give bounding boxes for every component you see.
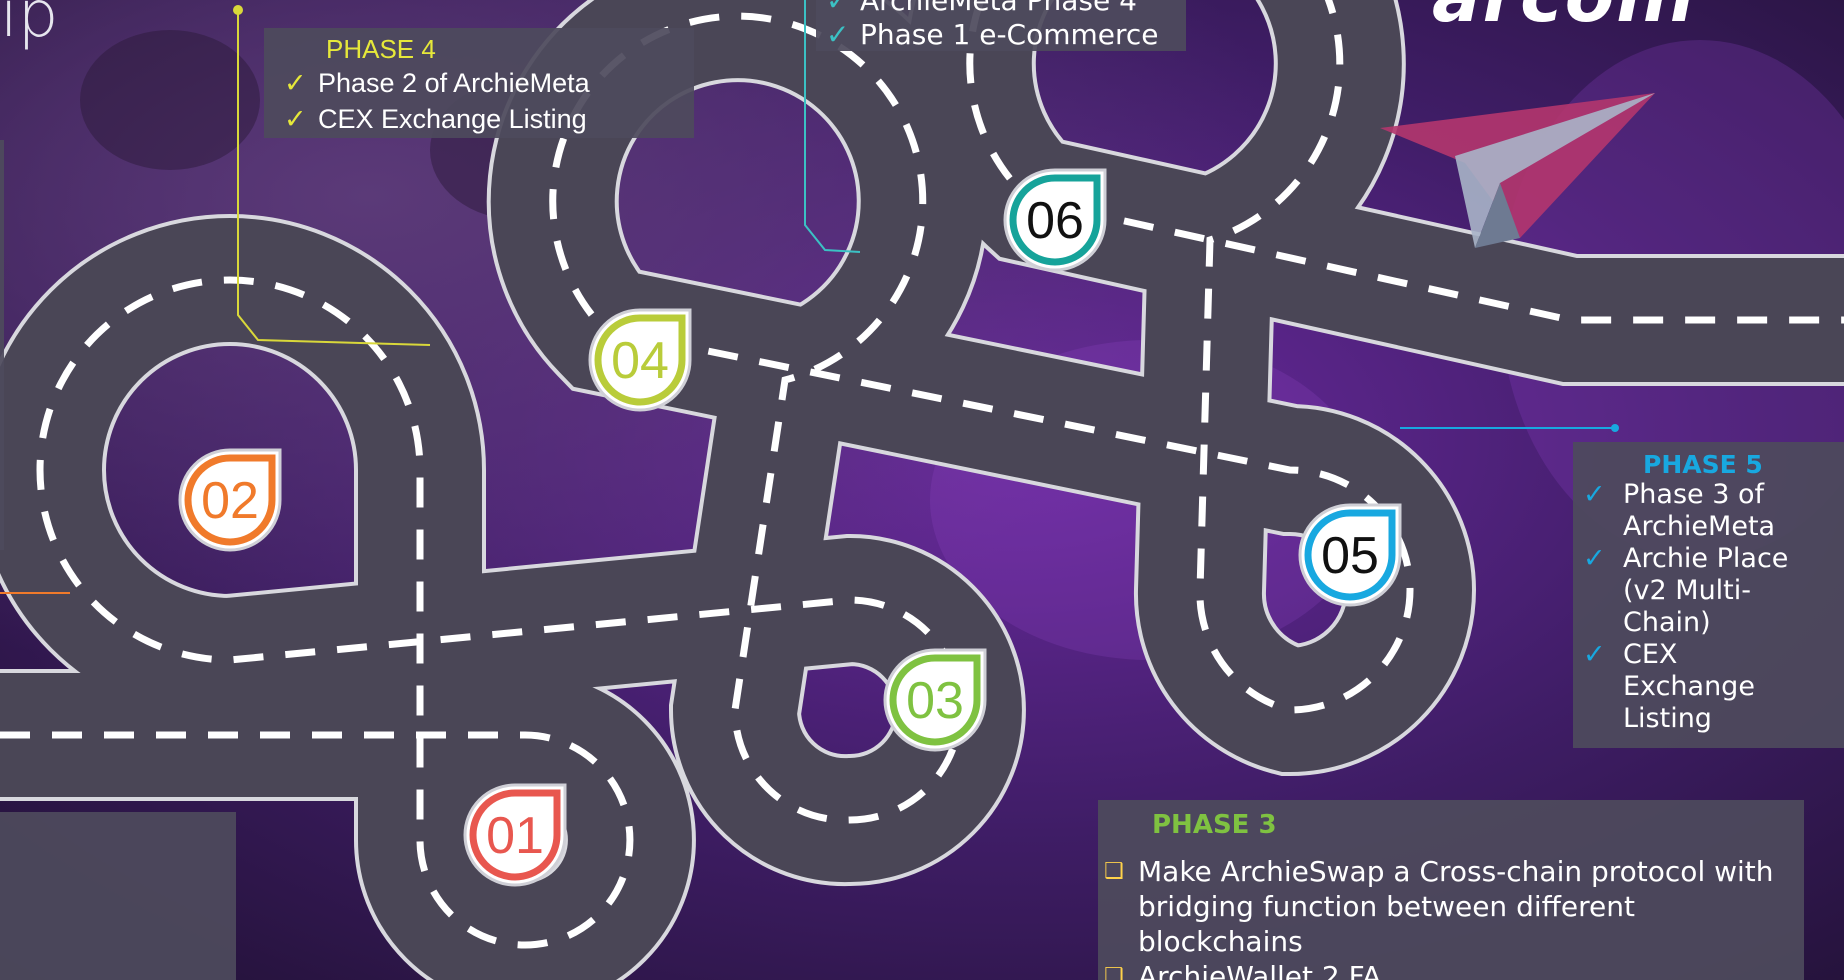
phase3-title: PHASE 3 <box>1152 810 1277 840</box>
phase6-panel: ✓ ArchieMeta Phase 4 ✓ Phase 1 e-Commerc… <box>816 0 1186 51</box>
phase5-item-text: CEX Exchange Listing <box>1623 639 1755 734</box>
check-icon: ✓ <box>826 0 850 17</box>
phase4-item-text: Phase 2 of ArchieMeta <box>318 68 590 98</box>
phase5-panel: PHASE 5 ✓ Phase 3 of ArchieMeta ✓ Archie… <box>1573 442 1844 748</box>
page-title: ip <box>0 0 59 52</box>
checkbox-icon: ❑ <box>1104 859 1124 884</box>
check-icon: ✓ <box>284 68 307 98</box>
milestone-label: 04 <box>611 332 669 390</box>
phase3-item-text: Make ArchieSwap a Cross-chain protocol w… <box>1138 855 1774 958</box>
phase5-item: ✓ CEX Exchange Listing <box>1583 639 1834 735</box>
left-side-panel <box>0 140 4 550</box>
milestone-marker-02: 02 <box>178 448 282 552</box>
phase5-item: ✓ Archie Place (v2 Multi-Chain) <box>1583 543 1834 639</box>
phase5-item: ✓ Phase 3 of ArchieMeta <box>1583 479 1834 543</box>
paper-plane-icon <box>1380 93 1655 248</box>
checkbox-icon: ❑ <box>1104 964 1124 980</box>
phase1-panel <box>0 812 236 980</box>
brand-logo-text: arcoin <box>1432 0 1696 38</box>
milestone-label: 06 <box>1026 192 1084 250</box>
phase3-item-text: ArchieWallet 2.FA <box>1138 960 1382 980</box>
milestone-label: 02 <box>201 472 259 530</box>
check-icon: ✓ <box>1583 479 1606 510</box>
milestone-marker-05: 05 <box>1298 503 1402 607</box>
phase4-panel: PHASE 4 ✓ Phase 2 of ArchieMeta ✓ CEX Ex… <box>264 28 694 138</box>
milestone-label: 05 <box>1321 527 1379 585</box>
milestone-label: 01 <box>486 807 544 865</box>
milestone-marker-04: 04 <box>588 308 692 412</box>
phase4-title: PHASE 4 <box>326 34 436 64</box>
phase5-title: PHASE 5 <box>1643 450 1763 479</box>
phase6-item-text: Phase 1 e-Commerce <box>860 18 1159 51</box>
phase4-item-text: CEX Exchange Listing <box>318 104 587 134</box>
phase5-item-text: Phase 3 of ArchieMeta <box>1623 479 1776 542</box>
phase6-item-text: ArchieMeta Phase 4 <box>860 0 1137 17</box>
phase6-item: ✓ Phase 1 e-Commerce <box>826 18 1176 52</box>
check-icon: ✓ <box>284 104 307 134</box>
phase6-item: ✓ ArchieMeta Phase 4 <box>826 0 1176 18</box>
milestone-marker-06: 06 <box>1003 168 1107 272</box>
milestone-label: 03 <box>906 672 964 730</box>
phase3-item: ❑ Make ArchieSwap a Cross-chain protocol… <box>1104 854 1798 959</box>
check-icon: ✓ <box>1583 639 1606 670</box>
milestone-marker-03: 03 <box>883 648 987 752</box>
phase3-item: ❑ ArchieWallet 2.FA <box>1104 959 1798 980</box>
check-icon: ✓ <box>1583 543 1606 574</box>
milestone-marker-01: 01 <box>463 783 567 887</box>
check-icon: ✓ <box>826 18 850 51</box>
phase3-panel: PHASE 3 ❑ Make ArchieSwap a Cross-chain … <box>1098 800 1804 980</box>
phase5-item-text: Archie Place (v2 Multi-Chain) <box>1623 543 1789 638</box>
phase4-item: ✓ Phase 2 of ArchieMeta <box>284 65 674 101</box>
phase4-item: ✓ CEX Exchange Listing <box>284 101 674 137</box>
